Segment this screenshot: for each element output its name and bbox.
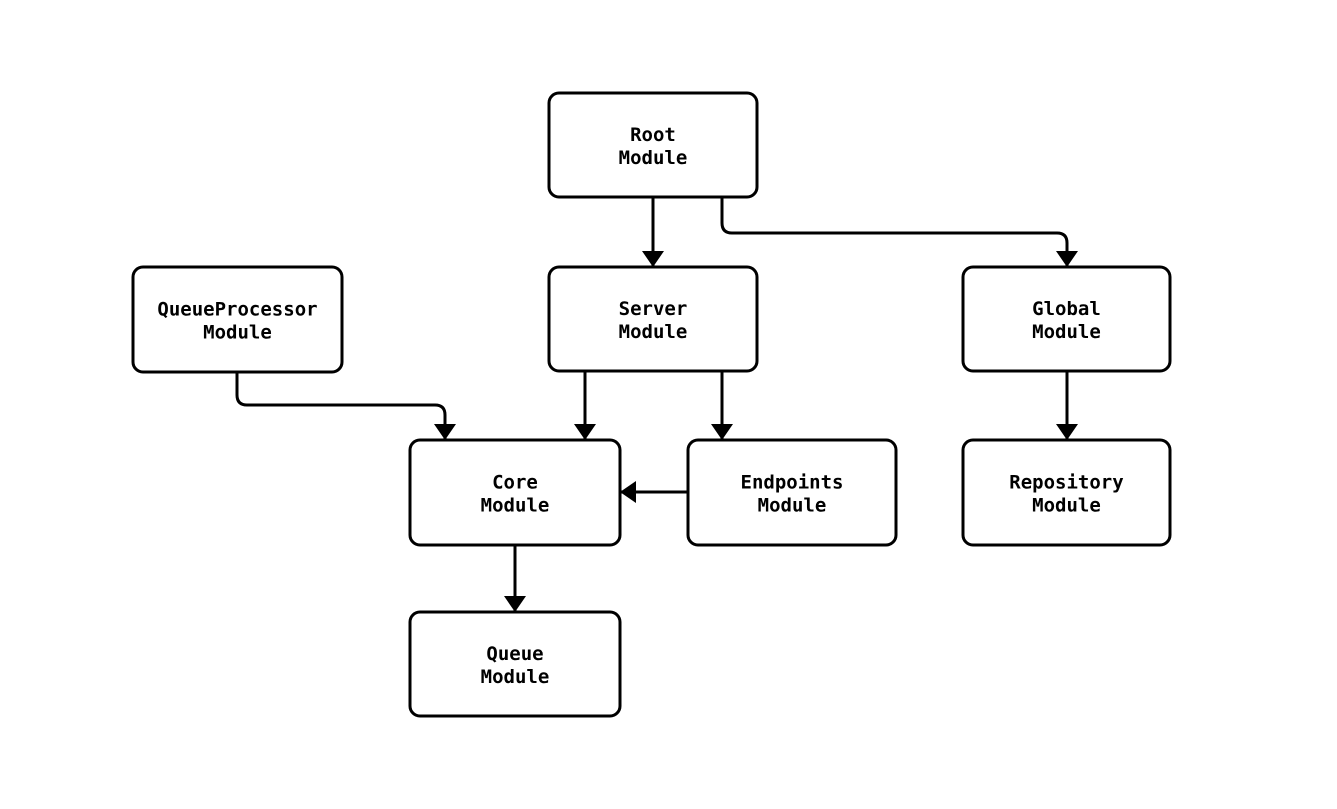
edge-root-global [720, 197, 1078, 267]
node-root-box [547, 91, 759, 199]
node-endpoints-box [686, 438, 898, 547]
node-queue-box [408, 610, 622, 718]
edges-layer [235, 197, 1078, 612]
node-core-box [408, 438, 622, 547]
edge-queueprocessor-core [235, 372, 456, 440]
node-queueprocessor-box [131, 265, 344, 374]
node-global-box [961, 265, 1172, 373]
node-repository-box [961, 438, 1172, 547]
node-server-box [547, 265, 759, 373]
